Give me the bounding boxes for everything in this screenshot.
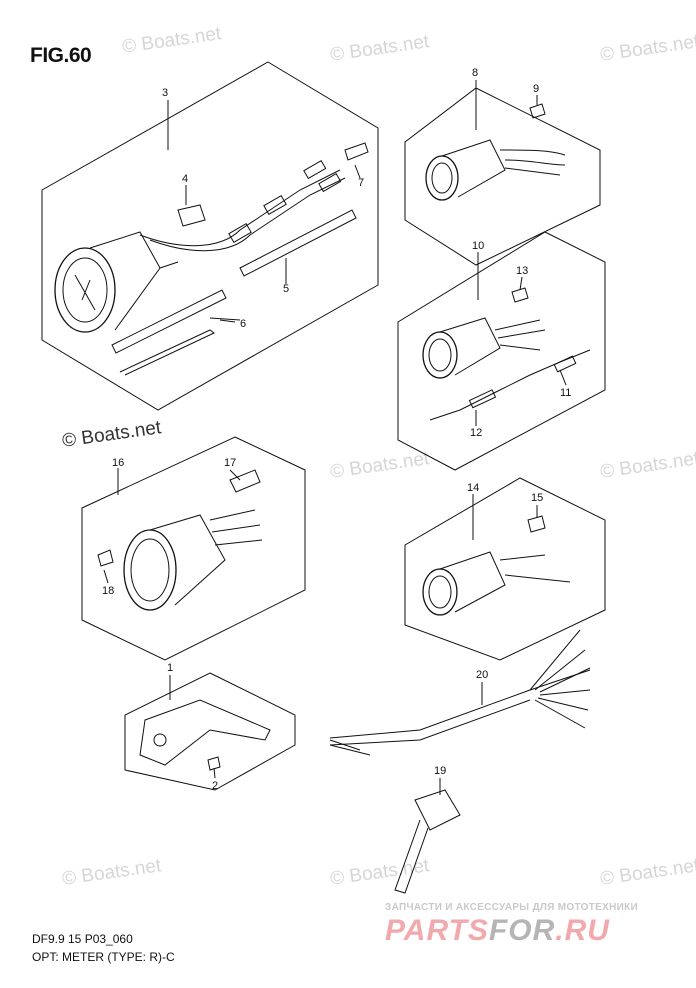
callout-17: 17 bbox=[224, 457, 236, 469]
callout-9: 9 bbox=[533, 83, 539, 95]
diagram-code: DF9.9 15 P03_060 bbox=[32, 932, 133, 946]
switch-19 bbox=[394, 789, 461, 894]
callout-19: 19 bbox=[434, 765, 446, 777]
panel-meter-14 bbox=[404, 477, 606, 661]
callout-15: 15 bbox=[531, 492, 543, 504]
callout-16: 16 bbox=[112, 457, 124, 469]
partner-logo: PARTSFOR.RU bbox=[385, 914, 610, 948]
logo-part-a: PARTS bbox=[385, 914, 489, 947]
partner-tagline: ЗАПЧАСТИ И АКСЕССУАРЫ ДЛЯ МОТОТЕХНИКИ bbox=[385, 902, 638, 913]
callout-14: 14 bbox=[467, 482, 479, 494]
callout-1: 1 bbox=[167, 662, 173, 674]
callout-4: 4 bbox=[182, 173, 188, 185]
callout-20: 20 bbox=[476, 669, 488, 681]
bracket-1 bbox=[139, 699, 271, 771]
callout-10: 10 bbox=[472, 240, 484, 252]
meter-gauge-14 bbox=[422, 515, 571, 616]
meter-gauge-8 bbox=[425, 103, 566, 201]
meter-gauge-10 bbox=[422, 287, 591, 421]
leader-lines bbox=[103, 80, 567, 795]
panel-meter-10 bbox=[397, 231, 606, 471]
callout-13: 13 bbox=[516, 265, 528, 277]
callout-11: 11 bbox=[560, 387, 571, 399]
callout-3: 3 bbox=[162, 87, 168, 99]
logo-part-c: .RU bbox=[555, 914, 610, 947]
panel-meter-16 bbox=[81, 436, 306, 661]
meter-gauge-16 bbox=[97, 469, 263, 611]
panel-meter-3 bbox=[41, 61, 379, 411]
callout-2: 2 bbox=[212, 780, 218, 792]
wire-harness-20 bbox=[329, 629, 591, 756]
panel-meter-8 bbox=[404, 87, 601, 266]
callout-6: 6 bbox=[240, 318, 246, 330]
meter-gauge-3 bbox=[54, 142, 369, 376]
panel-bracket-1 bbox=[124, 672, 296, 791]
logo-part-b: FOR bbox=[488, 914, 556, 947]
callout-8: 8 bbox=[472, 67, 478, 79]
callout-18: 18 bbox=[102, 585, 114, 597]
callout-7: 7 bbox=[358, 177, 364, 189]
callout-12: 12 bbox=[470, 427, 482, 439]
callout-5: 5 bbox=[283, 283, 289, 295]
figure-title: FIG.60 bbox=[30, 44, 92, 67]
diagram-caption: OPT: METER (TYPE: R)-C bbox=[32, 950, 175, 964]
